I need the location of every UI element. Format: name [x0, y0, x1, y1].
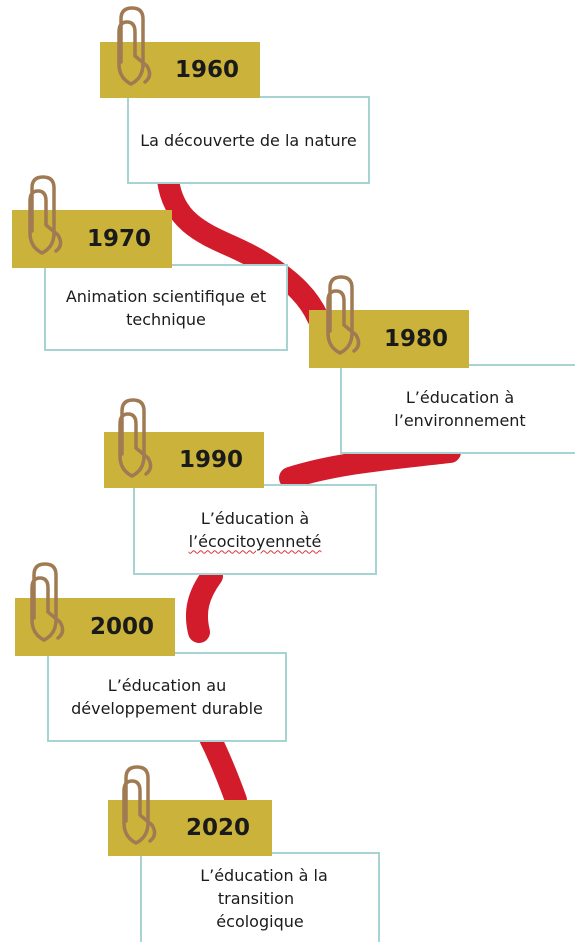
paperclip-icon — [117, 6, 152, 86]
paperclip-icon — [326, 275, 361, 355]
paperclip-icon — [122, 765, 157, 845]
year-badge: 1960 — [100, 42, 260, 98]
paperclip-icon — [118, 398, 153, 478]
year-badge: 1980 — [309, 310, 469, 368]
year-label: 2020 — [186, 815, 251, 841]
year-badge: 2020 — [108, 800, 272, 856]
year-label: 1960 — [175, 57, 240, 83]
year-badge: 1990 — [104, 432, 264, 488]
year-label: 1990 — [179, 447, 244, 473]
year-badge: 2000 — [15, 598, 175, 656]
paperclip-icon — [28, 175, 63, 255]
year-label: 1970 — [87, 226, 152, 252]
paperclip-icon — [30, 562, 65, 642]
event-card: La découverte de la nature — [127, 96, 370, 184]
event-label: La découverte de la nature — [140, 130, 357, 150]
year-label: 1980 — [384, 326, 449, 352]
year-badge: 1970 — [12, 210, 172, 268]
year-label: 2000 — [90, 614, 155, 640]
